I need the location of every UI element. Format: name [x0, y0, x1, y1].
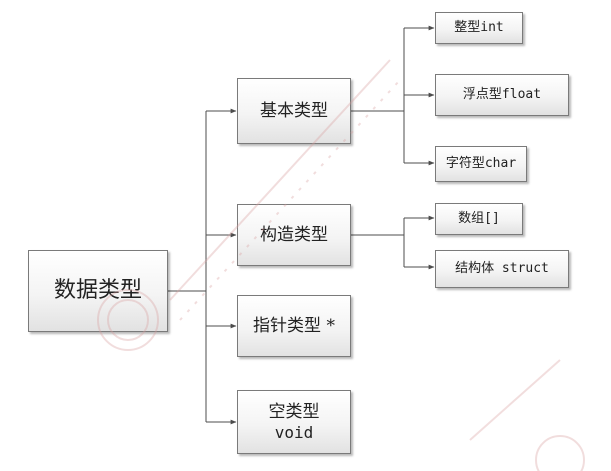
int-box: 整型int	[435, 12, 523, 44]
construct-types-label: 构造类型	[260, 224, 328, 245]
struct-box: 结构体 struct	[435, 250, 569, 288]
struct-label: 结构体 struct	[455, 261, 549, 277]
int-label: 整型int	[454, 20, 504, 36]
pointer-types-label: 指针类型 *	[253, 315, 335, 336]
float-label: 浮点型float	[462, 87, 542, 103]
void-type-box: 空类型 void	[237, 390, 351, 454]
array-box: 数组[]	[435, 203, 523, 235]
pointer-types-box: 指针类型 *	[237, 295, 351, 357]
root-box: 数据类型	[28, 250, 168, 332]
float-box: 浮点型float	[435, 74, 569, 116]
array-label: 数组[]	[458, 211, 500, 227]
void-type-label-line2: void	[274, 422, 314, 442]
basic-types-label: 基本类型	[260, 100, 328, 121]
root-label: 数据类型	[53, 277, 142, 303]
void-type-label-line1: 空类型	[268, 402, 320, 423]
char-box: 字符型char	[435, 146, 527, 182]
basic-types-box: 基本类型	[237, 78, 351, 144]
char-label: 字符型char	[445, 156, 517, 172]
construct-types-box: 构造类型	[237, 204, 351, 266]
